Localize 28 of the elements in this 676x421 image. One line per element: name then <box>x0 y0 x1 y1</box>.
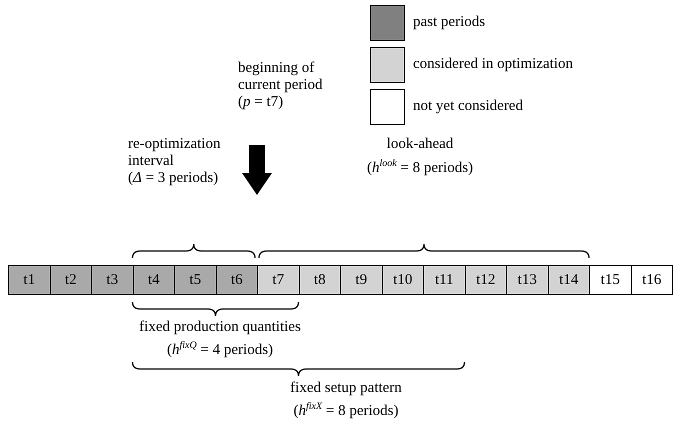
period-cell: t5 <box>174 265 216 295</box>
period-cell: t4 <box>132 265 175 295</box>
period-cell: t14 <box>548 265 590 295</box>
period-cell: t3 <box>91 265 134 295</box>
legend-label: past periods <box>413 14 486 31</box>
period-cell: t10 <box>382 265 424 295</box>
period-cell: t9 <box>340 265 382 295</box>
annotation-text: beginning of current period (p = t7) <box>238 60 324 111</box>
formula-text: (Δ = 3 periods) <box>128 170 220 187</box>
period-cell: t8 <box>298 265 341 295</box>
legend-label: considered in optimization <box>413 56 573 73</box>
period-cell: t1 <box>8 265 50 295</box>
legend-label: not yet considered <box>413 98 523 115</box>
period-cell: t11 <box>423 265 466 295</box>
period-cell: t7 <box>257 265 300 295</box>
horizon-label: fixed setup pattern <box>289 380 403 397</box>
period-cell: t16 <box>630 265 673 295</box>
period-cell: t15 <box>589 265 632 295</box>
period-cell: t6 <box>216 265 258 295</box>
period-cell: t13 <box>506 265 548 295</box>
formula-text: (h$^{fixX}$ = 8 periods) <box>292 400 400 420</box>
period-cell: t2 <box>50 265 92 295</box>
interval-label: re-optimization interval <box>128 136 222 170</box>
formula-text: (h$^{fixQ}$ = 4 periods) <box>166 339 274 359</box>
period-cell: t12 <box>464 265 507 295</box>
formula-text: (h$^{look}$ = 8 periods) <box>366 157 474 177</box>
horizon-label: look-ahead <box>386 136 454 153</box>
horizon-label: fixed production quantities <box>138 319 302 336</box>
